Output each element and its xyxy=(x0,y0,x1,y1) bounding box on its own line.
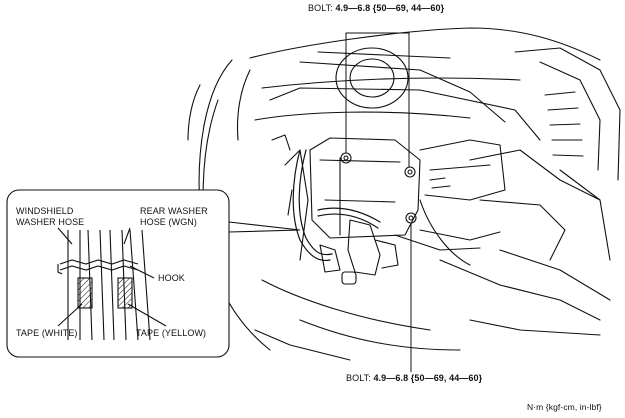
rear-hose-label-line1: REAR WASHER xyxy=(140,206,208,216)
bolt-top-prefix: BOLT: xyxy=(308,3,336,13)
bolt-bottom-torque: 4.9—6.8 {50—69, 44—60} xyxy=(373,373,483,383)
bolt-bottom-prefix: BOLT: xyxy=(346,373,374,383)
rear-hose-label-line2: HOSE (WGN) xyxy=(140,217,197,227)
bolt-leader-lines xyxy=(345,32,412,372)
tape-white-label: TAPE (WHITE) xyxy=(16,328,78,338)
tape-yellow-label: TAPE (YELLOW) xyxy=(136,328,207,338)
windshield-hose-label-line2: WASHER HOSE xyxy=(16,217,85,227)
vehicle-front-drawing xyxy=(187,27,621,361)
bolt-bottom-label: BOLT: 4.9—6.8 {50—69, 44—60} xyxy=(346,373,482,384)
windshield-hose-label-line1: WINDSHIELD xyxy=(16,206,74,216)
bolt-top-torque: 4.9—6.8 {50—69, 44—60} xyxy=(335,3,445,13)
hose-detail-inset xyxy=(6,189,301,358)
bolt-top-label: BOLT: 4.9—6.8 {50—69, 44—60} xyxy=(308,3,444,14)
hook-label: HOOK xyxy=(158,273,185,283)
units-label: N·m {kgf-cm, in-lbf} xyxy=(527,402,602,412)
